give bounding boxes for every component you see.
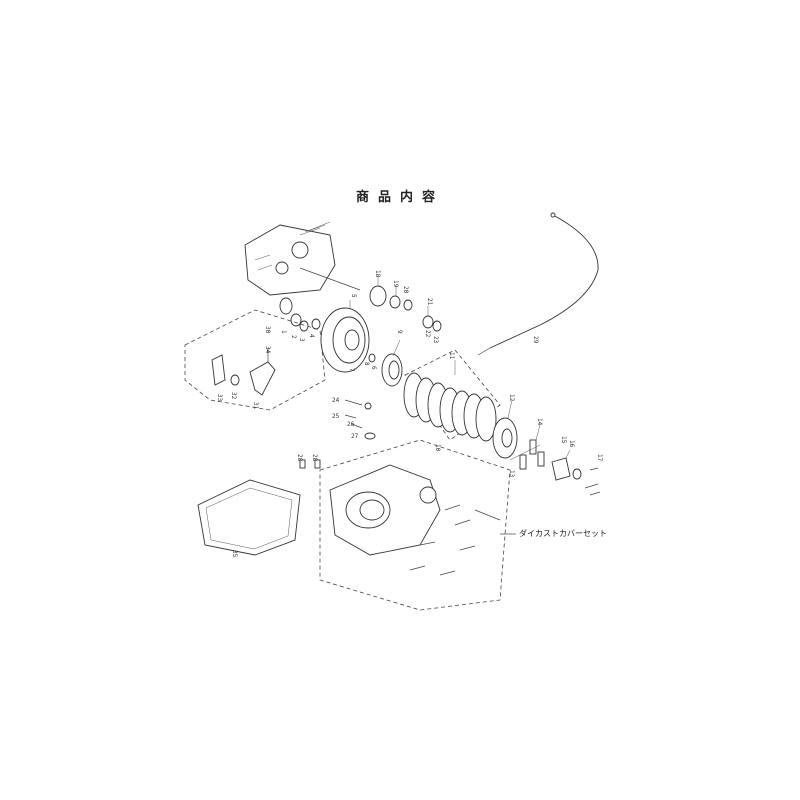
part-label-35: 35 (231, 550, 238, 558)
part-label-23: 23 (432, 336, 439, 344)
clutch-inner-hub (381, 353, 403, 387)
part-label-8: 8 (363, 362, 370, 366)
part-label-2: 2 (290, 335, 297, 339)
part-label-28b: 28 (311, 454, 318, 462)
leader-lines (349, 276, 571, 461)
part-label-10: 10 (434, 444, 441, 452)
part-label-7: 7 (348, 368, 355, 372)
part-label-30: 30 (264, 326, 271, 334)
part-label-13: 13 (508, 470, 515, 478)
part-label-28a: 28 (296, 454, 303, 462)
clutch-cable (477, 212, 599, 356)
pressure-plate-assembly (492, 417, 601, 496)
part-label-1: 1 (280, 330, 287, 334)
part-label-16: 16 (568, 440, 575, 448)
part-label-29: 29 (532, 336, 539, 344)
crankcase (244, 221, 336, 296)
cover-gasket (197, 479, 301, 556)
part-label-20: 20 (402, 286, 409, 294)
part-label-3: 3 (298, 338, 305, 342)
part-label-5: 5 (350, 294, 357, 298)
part-number-labels: 1 2 3 4 5 6 7 8 9 10 11 12 13 14 15 16 1… (216, 270, 603, 558)
clutch-housing (279, 297, 376, 373)
part-label-15: 15 (560, 436, 567, 444)
part-label-12: 12 (508, 394, 515, 402)
part-label-33: 33 (216, 394, 223, 402)
part-label-22: 22 (424, 330, 431, 338)
part-label-19: 19 (392, 280, 399, 288)
page-title: 商品内容 (355, 190, 444, 205)
part-label-6: 6 (370, 366, 377, 370)
small-fasteners (299, 399, 376, 469)
part-label-34: 34 (264, 346, 271, 354)
part-label-32: 32 (230, 392, 237, 400)
die-cast-cover-set-label: ダイカストカバーセット (519, 529, 607, 538)
part-label-18: 18 (374, 270, 381, 278)
part-label-4: 4 (308, 334, 315, 338)
lever-parts-group (184, 309, 326, 411)
part-label-14: 14 (536, 418, 543, 426)
part-label-25: 25 (332, 413, 340, 420)
part-label-26: 26 (347, 421, 355, 428)
part-label-31: 31 (252, 402, 259, 410)
part-label-11: 11 (448, 352, 455, 360)
part-label-27: 27 (351, 433, 359, 440)
clutch-plates (403, 349, 501, 442)
primary-gear-parts (299, 267, 442, 332)
part-label-24: 24 (332, 397, 340, 404)
die-cast-cover (319, 439, 516, 611)
part-label-9: 9 (396, 330, 403, 334)
part-label-21: 21 (426, 298, 433, 306)
part-label-17: 17 (596, 454, 603, 462)
